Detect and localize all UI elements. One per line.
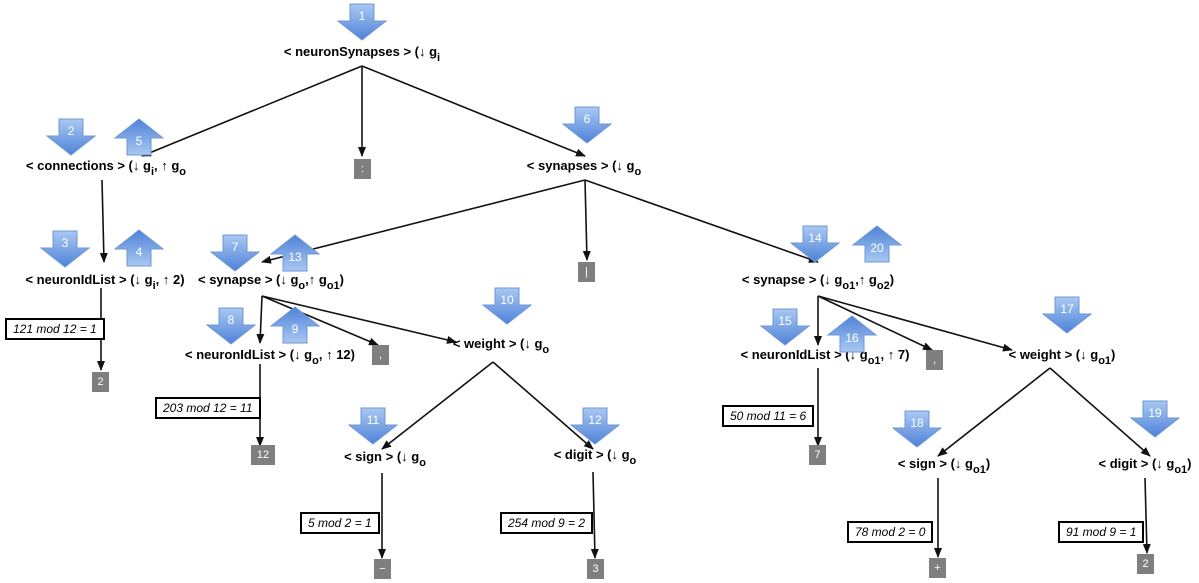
step-arrow-down-icon: 2 bbox=[46, 118, 96, 156]
node-synapse-2: < synapse > (↓ go1,↑ go2) bbox=[741, 272, 895, 292]
edge-syn1-comma1 bbox=[261, 295, 379, 346]
node-synapse-1: < synapse > (↓ go,↑ go1) bbox=[197, 272, 345, 292]
node-connections: < connections > (↓ gi, ↑ go bbox=[25, 158, 187, 178]
edge-root-syns bbox=[361, 65, 586, 157]
step-arrow-down-icon: 8 bbox=[206, 307, 256, 345]
edge-syn2-w2 bbox=[817, 295, 1013, 352]
step-arrow-up-icon: 9 bbox=[270, 306, 320, 344]
edge-w2-sign2 bbox=[937, 367, 1051, 457]
edge-syn1-nl2 bbox=[256, 295, 265, 344]
node-weight-2: < weight > (↓ go1) bbox=[1008, 347, 1116, 367]
node-weight-1: < weight > (↓ go bbox=[452, 336, 550, 356]
node-digit-1: < digit > (↓ go bbox=[553, 447, 637, 467]
step-arrow-down-icon: 1 bbox=[337, 3, 387, 41]
edge-digit1-t3 bbox=[590, 471, 599, 559]
edge-syns-pipe bbox=[582, 179, 591, 261]
terminal-12: 12 bbox=[251, 445, 275, 465]
step-arrow-down-icon: 6 bbox=[562, 106, 612, 144]
edge-conn-nl1 bbox=[99, 179, 108, 263]
terminal-plus: + bbox=[929, 558, 946, 578]
node-neuron-id-list-3: < neuronIdList > (↓ go1, ↑ 7) bbox=[740, 347, 910, 367]
step-arrow-up-icon: 16 bbox=[827, 315, 877, 353]
node-sign-1: < sign > (↓ go bbox=[344, 449, 426, 469]
terminal-pipe: | bbox=[578, 262, 595, 282]
edge-w1-sign1 bbox=[381, 361, 494, 450]
edge-syns-syn1 bbox=[261, 179, 586, 264]
step-arrow-down-icon: 18 bbox=[892, 410, 942, 448]
step-arrow-up-icon: 4 bbox=[114, 229, 164, 267]
terminal-2b: 2 bbox=[1137, 554, 1154, 574]
terminal-2a: 2 bbox=[92, 372, 109, 392]
step-arrow-down-icon: 14 bbox=[790, 225, 840, 263]
node-sign-2: < sign > (↓ go1) bbox=[897, 456, 991, 476]
step-arrow-down-icon: 12 bbox=[570, 407, 620, 445]
step-arrow-down-icon: 15 bbox=[760, 308, 810, 346]
calc-box-6: 78 mod 2 = 0 bbox=[847, 521, 934, 543]
edge-root-conn bbox=[141, 65, 363, 157]
node-synapses: < synapses > (↓ go bbox=[526, 158, 642, 178]
calc-box-5: 254 mod 9 = 2 bbox=[500, 512, 594, 534]
calc-box-3: 50 mod 11 = 6 bbox=[722, 405, 815, 427]
terminal-comma-1: , bbox=[372, 345, 389, 365]
node-neuron-id-list-2: < neuronIdList > (↓ go, ↑ 12) bbox=[185, 347, 355, 367]
edge-syns-syn2 bbox=[584, 179, 819, 263]
terminal-7: 7 bbox=[809, 445, 826, 465]
terminal-minus: − bbox=[374, 559, 391, 579]
step-arrow-down-icon: 17 bbox=[1042, 296, 1092, 334]
node-neuron-synapses: < neuronSynapses > (↓ gi bbox=[283, 44, 441, 64]
step-arrow-up-icon: 20 bbox=[852, 225, 902, 263]
terminal-colon: : bbox=[354, 159, 371, 179]
step-arrow-down-icon: 10 bbox=[482, 287, 532, 325]
node-digit-2: < digit > (↓ go1) bbox=[1098, 456, 1192, 476]
step-arrow-down-icon: 3 bbox=[40, 230, 90, 268]
step-arrow-up-icon: 13 bbox=[270, 234, 320, 272]
calc-box-1: 121 mod 12 = 1 bbox=[5, 318, 105, 340]
edge-syn2-comma2 bbox=[817, 295, 933, 351]
calc-box-4: 5 mod 2 = 1 bbox=[300, 512, 380, 534]
calc-box-7: 91 mod 9 = 1 bbox=[1058, 521, 1145, 543]
step-arrow-up-icon: 5 bbox=[114, 118, 164, 156]
edge-digit2-t2b bbox=[1142, 477, 1151, 554]
edge-syn1-w1 bbox=[261, 295, 457, 344]
edge-w2-digit2 bbox=[1049, 367, 1151, 457]
step-arrow-down-icon: 19 bbox=[1130, 400, 1180, 438]
node-neuron-id-list-1: < neuronIdList > (↓ gi, ↑ 2) bbox=[25, 272, 185, 292]
step-arrow-down-icon: 11 bbox=[348, 407, 398, 445]
terminal-3: 3 bbox=[587, 559, 604, 579]
edge-w1-digit1 bbox=[492, 361, 594, 450]
terminal-comma-2: , bbox=[926, 350, 943, 370]
calc-box-2: 203 mod 12 = 11 bbox=[155, 397, 261, 419]
step-arrow-down-icon: 7 bbox=[210, 234, 260, 272]
